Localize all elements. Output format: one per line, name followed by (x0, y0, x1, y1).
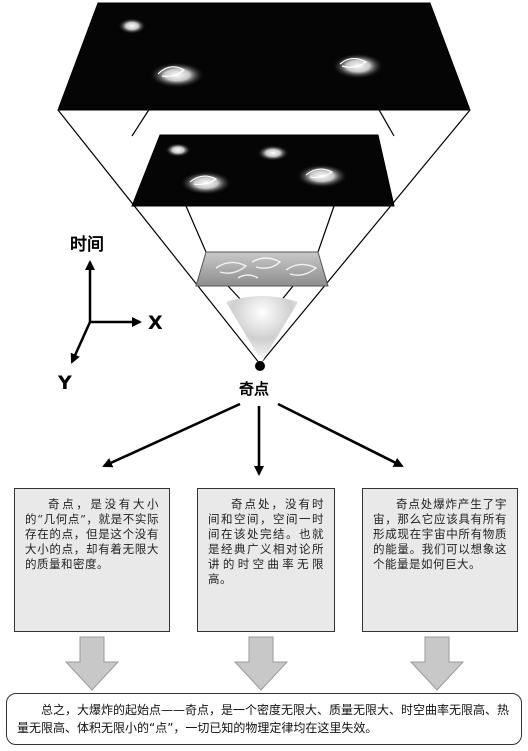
y-axis-label: Y (57, 372, 72, 394)
info-box-right: 奇点处爆炸产生了宇宙，那么它应该具有所有形成现在宇宙中所有物质的能量。我们可以想… (362, 488, 518, 632)
cone-lines (57, 107, 471, 365)
universe-panel-medium (131, 134, 395, 207)
singularity-point (255, 361, 265, 371)
galaxy-icon (118, 18, 384, 88)
galaxy-icon (165, 143, 348, 195)
x-axis-label: X (148, 312, 163, 334)
axes (70, 260, 142, 364)
info-box-middle: 奇点处，没有时间和空间，空间一时间在该处完结。也就是经典广义相对论所讲的时空曲率… (197, 488, 335, 632)
branch-arrows (102, 402, 404, 476)
singularity-label: 奇点 (239, 380, 269, 398)
summary-arrows (64, 636, 465, 691)
info-box-left: 奇点，是没有大小的“几何点”，就是不实际存在的点，但是这个没有大小的点，却有着无… (14, 488, 170, 632)
universe-panel-large (57, 2, 471, 111)
big-bang-glow (226, 296, 298, 362)
summary-box: 总之，大爆炸的起始点——奇点，是一个密度无限大、质量无限大、时空曲率无限高、热量… (6, 693, 522, 745)
universe-panel-small (195, 251, 329, 287)
galaxy-icon (215, 257, 318, 279)
time-axis-label: 时间 (70, 234, 104, 255)
